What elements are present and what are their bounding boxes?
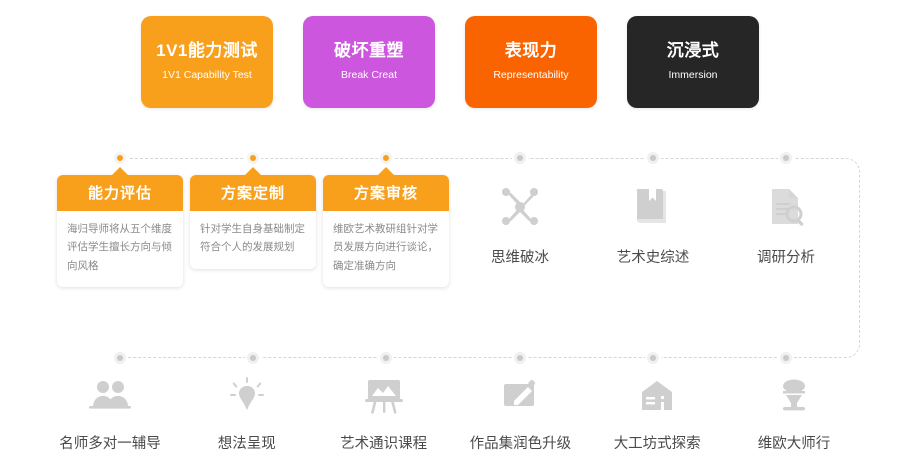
flow-dot-top-1 <box>114 152 126 164</box>
flow-item-thinking-icebreak[interactable]: 思维破冰 <box>465 184 575 267</box>
dashed-flow-border <box>120 158 860 358</box>
bottom-item-workshop-exploration[interactable]: 大工坊式探索 <box>593 376 721 453</box>
bottom-service-row: 名师多对一辅导 想法呈现 <box>46 376 858 453</box>
card-pointer-triangle <box>377 167 395 176</box>
feature-card-title-cn: 1V1能力测试 <box>156 41 258 61</box>
flow-dot-top-5 <box>647 152 659 164</box>
easel-painting-icon <box>320 376 448 416</box>
flow-item-research-analysis[interactable]: 调研分析 <box>731 184 841 267</box>
feature-card-title-cn: 破坏重塑 <box>334 41 404 61</box>
flow-item-label: 艺术史综述 <box>616 250 690 266</box>
workshop-house-icon <box>593 376 721 416</box>
bottom-item-label: 想法呈现 <box>217 436 276 452</box>
stage-card-title: 方案定制 <box>190 175 316 211</box>
process-flow-container: 能力评估 海归导师将从五个维度评估学生擅长方向与倾向风格 方案定制 针对学生自身… <box>57 152 860 364</box>
feature-card-row: 1V1能力测试 1V1 Capability Test 破坏重塑 Break C… <box>0 16 900 108</box>
book-icon <box>598 184 708 230</box>
flow-item-label: 思维破冰 <box>491 250 549 266</box>
stage-card-title: 方案审核 <box>323 175 449 211</box>
bottom-item-master-tour[interactable]: 维欧大师行 <box>730 376 858 453</box>
feature-card-immersion[interactable]: 沉浸式 Immersion <box>627 16 759 108</box>
bottom-item-label: 名师多对一辅导 <box>59 436 161 452</box>
flow-item-art-history-overview[interactable]: 艺术史综述 <box>598 184 708 267</box>
bottom-item-portfolio-upgrade[interactable]: 作品集润色升级 <box>456 376 584 453</box>
bottom-item-art-general-course[interactable]: 艺术通识课程 <box>320 376 448 453</box>
feature-card-representability[interactable]: 表现力 Representability <box>465 16 597 108</box>
pen-tablet-icon <box>456 376 584 416</box>
stage-card-plan-customization[interactable]: 方案定制 针对学生自身基础制定符合个人的发展规划 <box>190 167 316 269</box>
feature-card-title-en: Break Creat <box>340 69 398 82</box>
flow-dot-bottom-6 <box>780 352 792 364</box>
document-search-icon <box>731 184 841 230</box>
stage-card-title: 能力评估 <box>57 175 183 211</box>
flow-dot-bottom-3 <box>380 352 392 364</box>
flow-dot-bottom-1 <box>114 352 126 364</box>
stage-card-body: 针对学生自身基础制定符合个人的发展规划 <box>200 223 305 254</box>
feature-card-break-creat[interactable]: 破坏重塑 Break Creat <box>303 16 435 108</box>
flow-dot-bottom-4 <box>514 352 526 364</box>
flow-dot-bottom-2 <box>247 352 259 364</box>
feature-card-capability-test[interactable]: 1V1能力测试 1V1 Capability Test <box>141 16 273 108</box>
feature-card-title-en: Representability <box>493 69 569 82</box>
stage-card-ability-evaluation[interactable]: 能力评估 海归导师将从五个维度评估学生擅长方向与倾向风格 <box>57 167 183 288</box>
feature-card-title-cn: 表现力 <box>504 41 558 61</box>
bottom-item-label: 大工坊式探索 <box>613 436 701 452</box>
bottom-item-label: 艺术通识课程 <box>340 436 428 452</box>
bottom-item-one-on-one-tutoring[interactable]: 名师多对一辅导 <box>46 376 174 453</box>
stage-card-body: 维欧艺术教研组针对学员发展方向进行谈论，确定准确方向 <box>333 223 438 272</box>
flow-dot-top-2 <box>247 152 259 164</box>
flow-dot-bottom-5 <box>647 352 659 364</box>
flow-dot-top-4 <box>514 152 526 164</box>
card-pointer-triangle <box>244 167 262 176</box>
bottom-item-label: 作品集润色升级 <box>469 436 572 452</box>
lightbulb-idea-icon <box>183 376 311 416</box>
flow-dot-top-3 <box>380 152 392 164</box>
feature-card-title-en: 1V1 Capability Test <box>162 69 252 82</box>
flow-item-label: 调研分析 <box>757 250 815 266</box>
stage-card-body: 海归导师将从五个维度评估学生擅长方向与倾向风格 <box>67 223 172 272</box>
bottom-item-label: 维欧大师行 <box>757 436 831 452</box>
bottom-item-idea-presentation[interactable]: 想法呈现 <box>183 376 311 453</box>
network-nodes-icon <box>465 184 575 230</box>
feature-card-title-cn: 沉浸式 <box>666 41 720 61</box>
flow-dot-top-6 <box>780 152 792 164</box>
stage-card-plan-review[interactable]: 方案审核 维欧艺术教研组针对学员发展方向进行谈论，确定准确方向 <box>323 167 449 288</box>
master-trophy-icon <box>730 376 858 416</box>
card-pointer-triangle <box>111 167 129 176</box>
feature-card-title-en: Immersion <box>668 69 718 82</box>
two-people-icon <box>46 376 174 416</box>
